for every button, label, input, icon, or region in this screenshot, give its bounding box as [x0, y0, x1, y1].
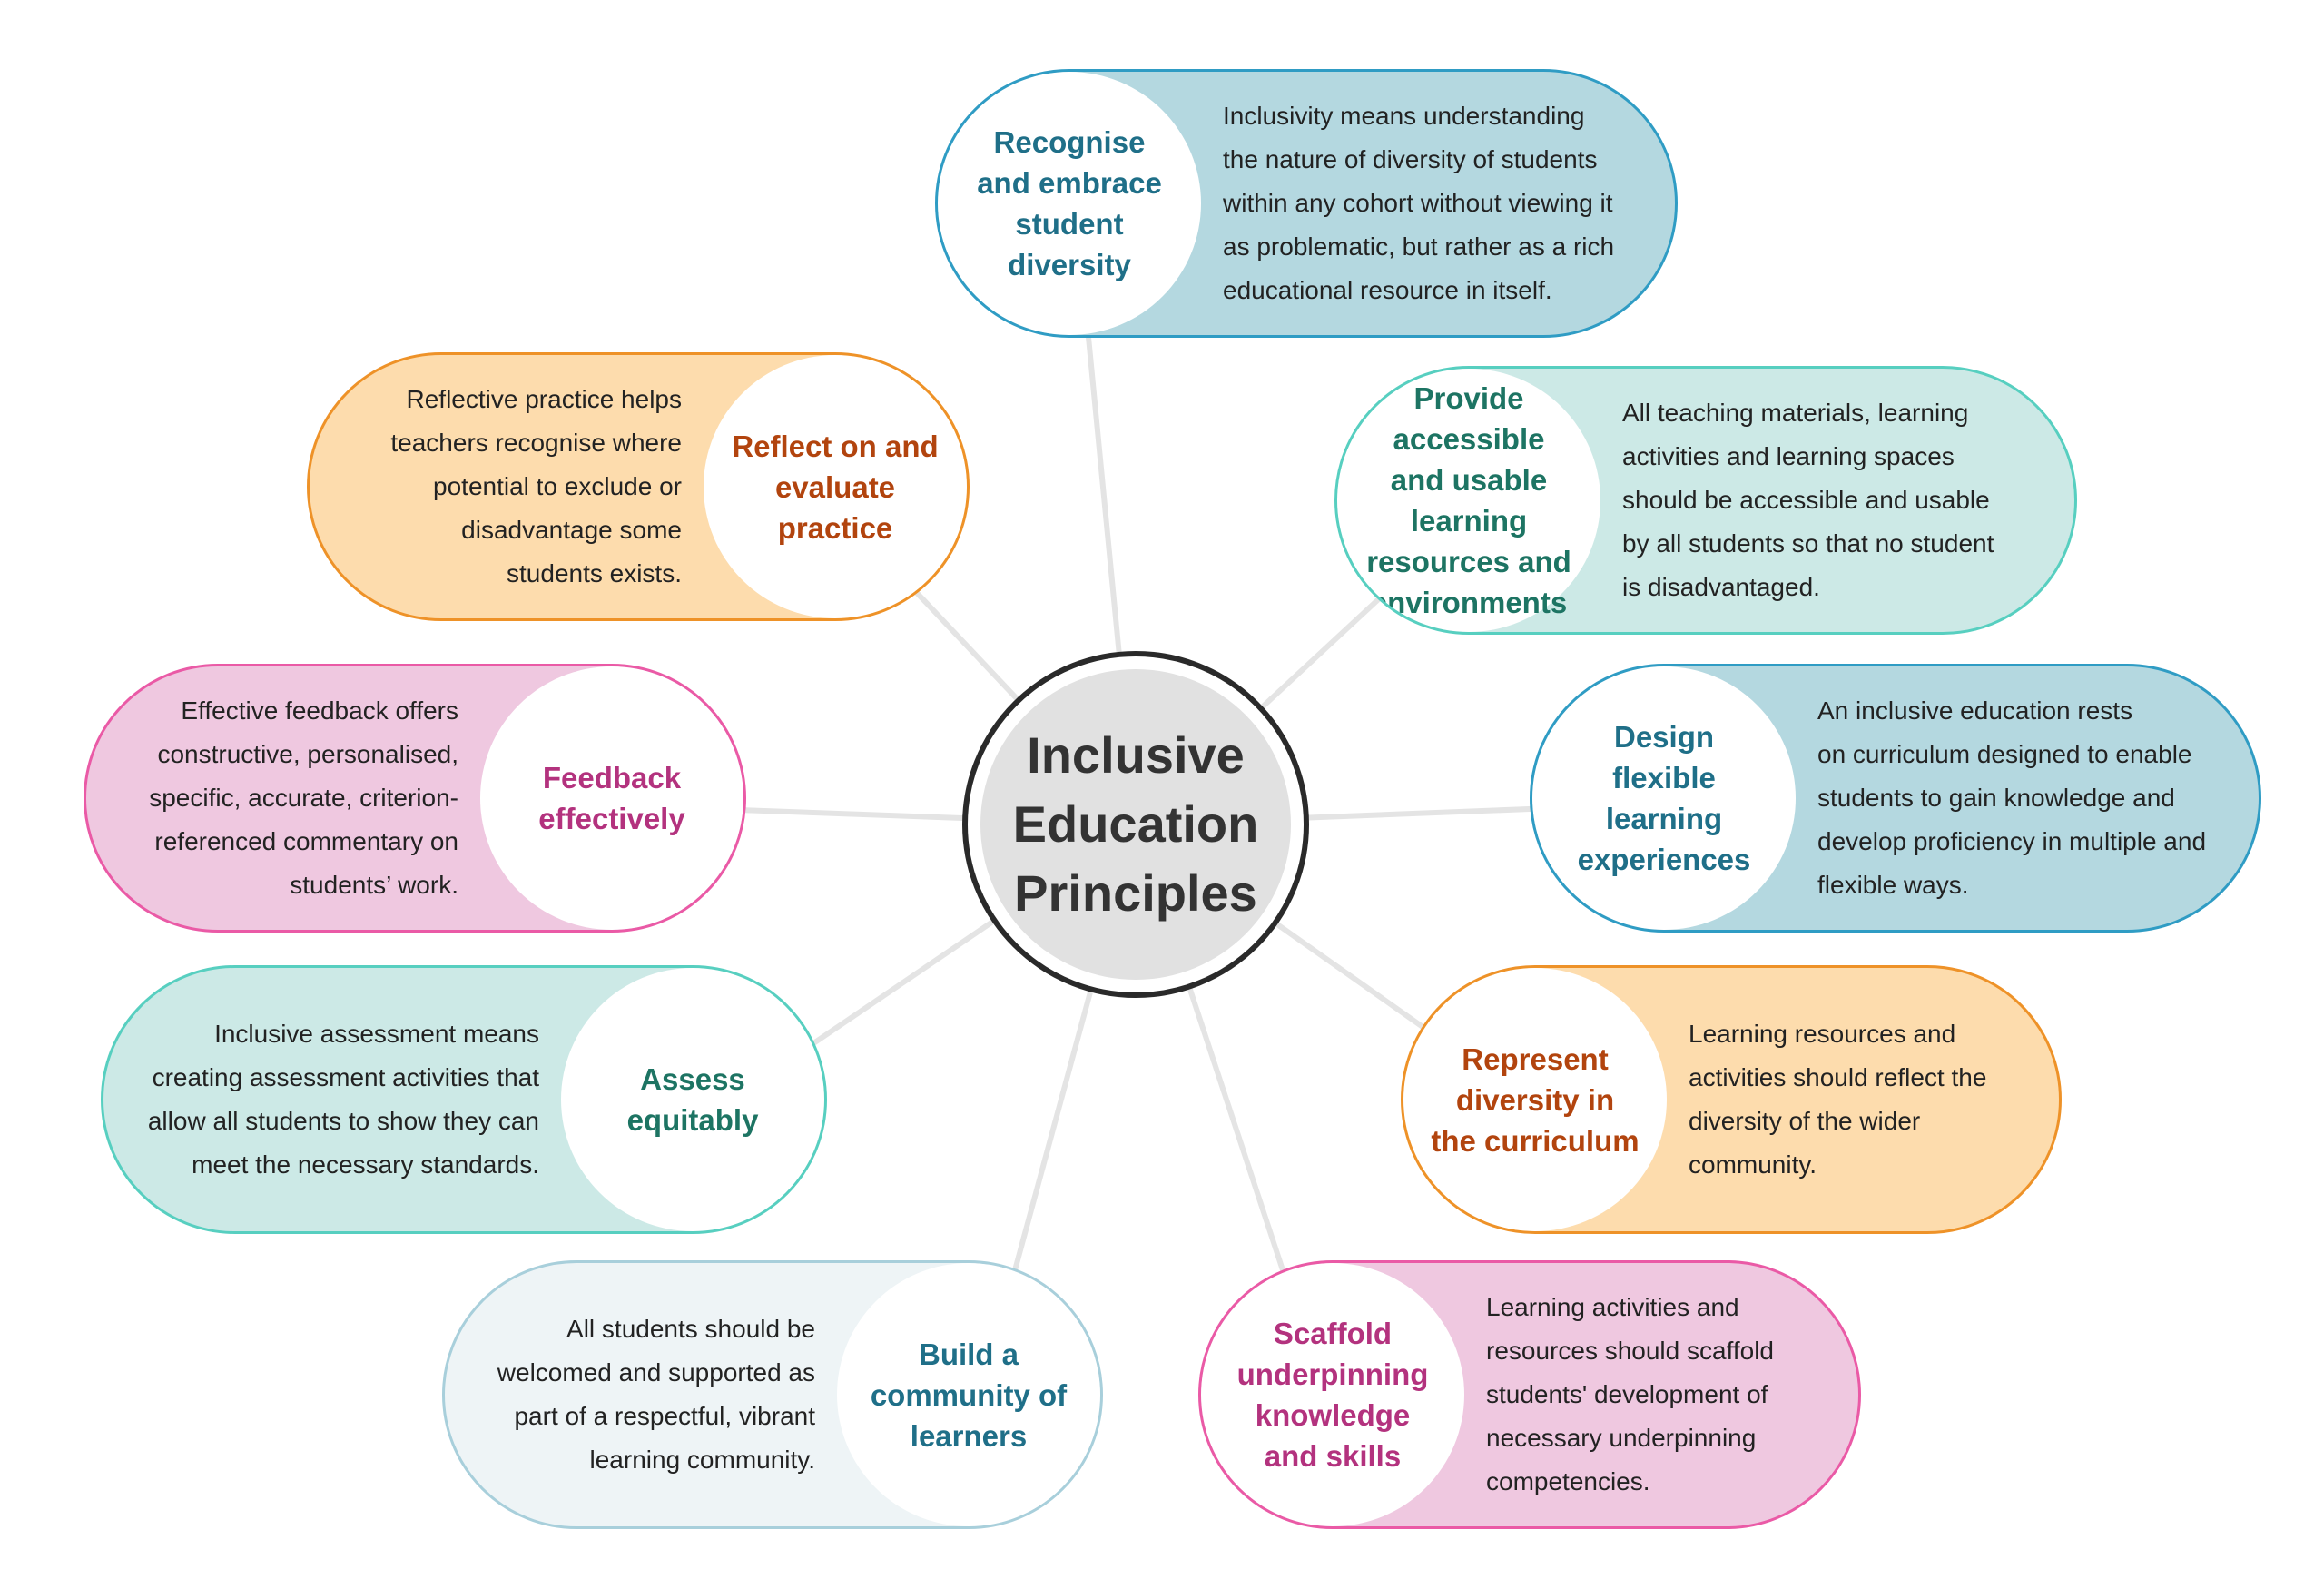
principle-description: Effective feedback offers constructive, …: [149, 696, 458, 899]
hub-inner-circle: Inclusive Education Principles: [980, 669, 1291, 980]
principle-recognise: Recognise and embrace student diversity …: [935, 69, 1678, 338]
principle-description: Learning activities and resources should…: [1486, 1293, 1774, 1495]
principle-description: All students should be welcomed and supp…: [497, 1315, 815, 1474]
principle-title-circle: Assess equitably: [561, 968, 824, 1231]
principle-assess: Assess equitably Inclusive assessment me…: [101, 965, 827, 1234]
principle-title: Provide accessible and usable learning r…: [1366, 381, 1571, 619]
hub-title: Inclusive Education Principles: [1012, 726, 1259, 922]
principle-description: An inclusive education rests on curricul…: [1817, 696, 2207, 899]
principle-description: All teaching materials, learning activit…: [1622, 399, 1994, 601]
principle-title-circle: Reflect on and evaluate practice: [704, 355, 967, 618]
principle-build: Build a community of learners All studen…: [442, 1260, 1103, 1529]
principle-reflect: Reflect on and evaluate practice Reflect…: [307, 352, 970, 621]
principle-provide: Provide accessible and usable learning r…: [1334, 366, 2077, 635]
principle-description: Inclusivity means understanding the natu…: [1223, 102, 1615, 304]
principle-scaffold: Scaffold underpinning knowledge and skil…: [1198, 1260, 1861, 1529]
principle-title-circle: Represent diversity in the curriculum: [1403, 968, 1667, 1231]
principle-title-circle: Recognise and embrace student diversity: [938, 72, 1201, 335]
principle-title-circle: Scaffold underpinning knowledge and skil…: [1201, 1263, 1464, 1526]
principle-title: Assess equitably: [626, 1062, 759, 1137]
principle-feedback: Feedback effectively Effective feedback …: [84, 664, 746, 933]
principle-description: Learning resources and activities should…: [1689, 1020, 1987, 1179]
principle-title-circle: Provide accessible and usable learning r…: [1337, 369, 1600, 632]
principle-title: Design flexible learning experiences: [1577, 720, 1751, 876]
principle-title-circle: Feedback effectively: [480, 666, 743, 930]
principle-title: Recognise and embrace student diversity: [977, 125, 1162, 281]
principle-title: Reflect on and evaluate practice: [732, 429, 939, 545]
principle-description: Reflective practice helps teachers recog…: [390, 385, 682, 587]
principle-title: Represent diversity in the curriculum: [1431, 1041, 1640, 1158]
principle-title: Build a community of learners: [870, 1337, 1068, 1453]
principle-title: Scaffold underpinning knowledge and skil…: [1236, 1317, 1429, 1473]
principle-title-circle: Build a community of learners: [837, 1263, 1100, 1526]
principle-description: Inclusive assessment means creating asse…: [147, 1020, 539, 1179]
hub-circle: Inclusive Education Principles: [962, 651, 1309, 998]
principle-title: Feedback effectively: [538, 761, 685, 835]
principle-represent: Represent diversity in the curriculum Le…: [1401, 965, 2062, 1234]
principle-title-circle: Design flexible learning experiences: [1532, 666, 1796, 930]
principle-design: Design flexible learning experiences An …: [1530, 664, 2261, 933]
